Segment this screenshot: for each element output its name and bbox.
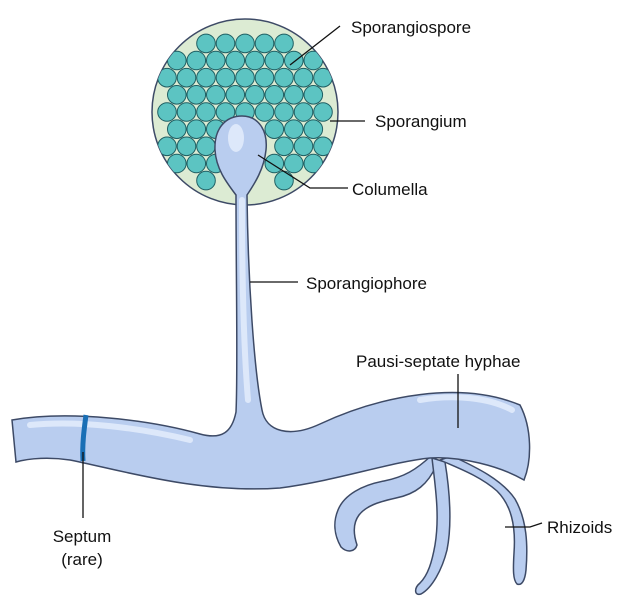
sporangiospore <box>246 51 265 70</box>
sporangiospore <box>275 68 294 87</box>
sporangiospore <box>187 154 206 173</box>
label-septum-rare: (rare) <box>61 550 103 569</box>
label-septum: Septum <box>53 527 112 546</box>
sporangiospore <box>285 51 304 70</box>
sporangiospore <box>255 68 274 87</box>
sporangiospore <box>304 154 323 173</box>
sporangiospore <box>314 137 333 156</box>
sporangiospore <box>314 103 333 122</box>
sporangiospore <box>275 171 294 190</box>
sporangiospore <box>265 120 284 139</box>
columella-highlight <box>228 124 244 152</box>
sporangiospore <box>177 137 196 156</box>
sporangiospore <box>255 34 274 53</box>
sporangiospore <box>304 120 323 139</box>
sporangiospore <box>197 103 216 122</box>
sporangiospore <box>216 34 235 53</box>
sporangiospore <box>265 86 284 105</box>
sporangiospore <box>177 103 196 122</box>
sporangiospore <box>216 68 235 87</box>
label-columella: Columella <box>352 180 428 199</box>
label-sporangiophore: Sporangiophore <box>306 274 427 293</box>
sporangiospore <box>285 154 304 173</box>
sporangiospore <box>314 68 333 87</box>
sporangiospore <box>197 171 216 190</box>
sporangiospore <box>275 34 294 53</box>
sporangiospore <box>168 154 187 173</box>
sporangiospore <box>187 120 206 139</box>
sporangiospore <box>168 51 187 70</box>
sporangiospore <box>304 86 323 105</box>
sporangiospore <box>158 137 177 156</box>
sporangiospore <box>168 86 187 105</box>
sporangiospore <box>294 137 313 156</box>
sporangiospore <box>265 51 284 70</box>
sporangiospore <box>158 103 177 122</box>
sporangiospore <box>275 103 294 122</box>
sporangiospore <box>158 68 177 87</box>
sporangiospore <box>255 103 274 122</box>
label-rhizoids: Rhizoids <box>547 518 612 537</box>
sporangiospore <box>294 68 313 87</box>
sporangiospore <box>226 51 245 70</box>
sporangiospore <box>187 86 206 105</box>
sporangiospore <box>168 120 187 139</box>
sporangiospore <box>207 86 226 105</box>
sporangiospore <box>236 34 255 53</box>
sporangiospore <box>197 68 216 87</box>
label-hyphae: Pausi-septate hyphae <box>356 352 520 371</box>
sporangiospore <box>207 51 226 70</box>
sporangiospore <box>285 120 304 139</box>
sporangiospore <box>275 137 294 156</box>
sporangiospore <box>294 103 313 122</box>
label-sporangiospore: Sporangiospore <box>351 18 471 37</box>
sporangiospore <box>197 137 216 156</box>
sporangiospore <box>226 86 245 105</box>
sporangiospore <box>197 34 216 53</box>
sporangiospore <box>177 68 196 87</box>
sporangiospore <box>285 86 304 105</box>
sporangiospore <box>187 51 206 70</box>
sporangiospore <box>304 51 323 70</box>
label-sporangium: Sporangium <box>375 112 467 131</box>
sporangiospore <box>246 86 265 105</box>
sporangiospore <box>236 68 255 87</box>
